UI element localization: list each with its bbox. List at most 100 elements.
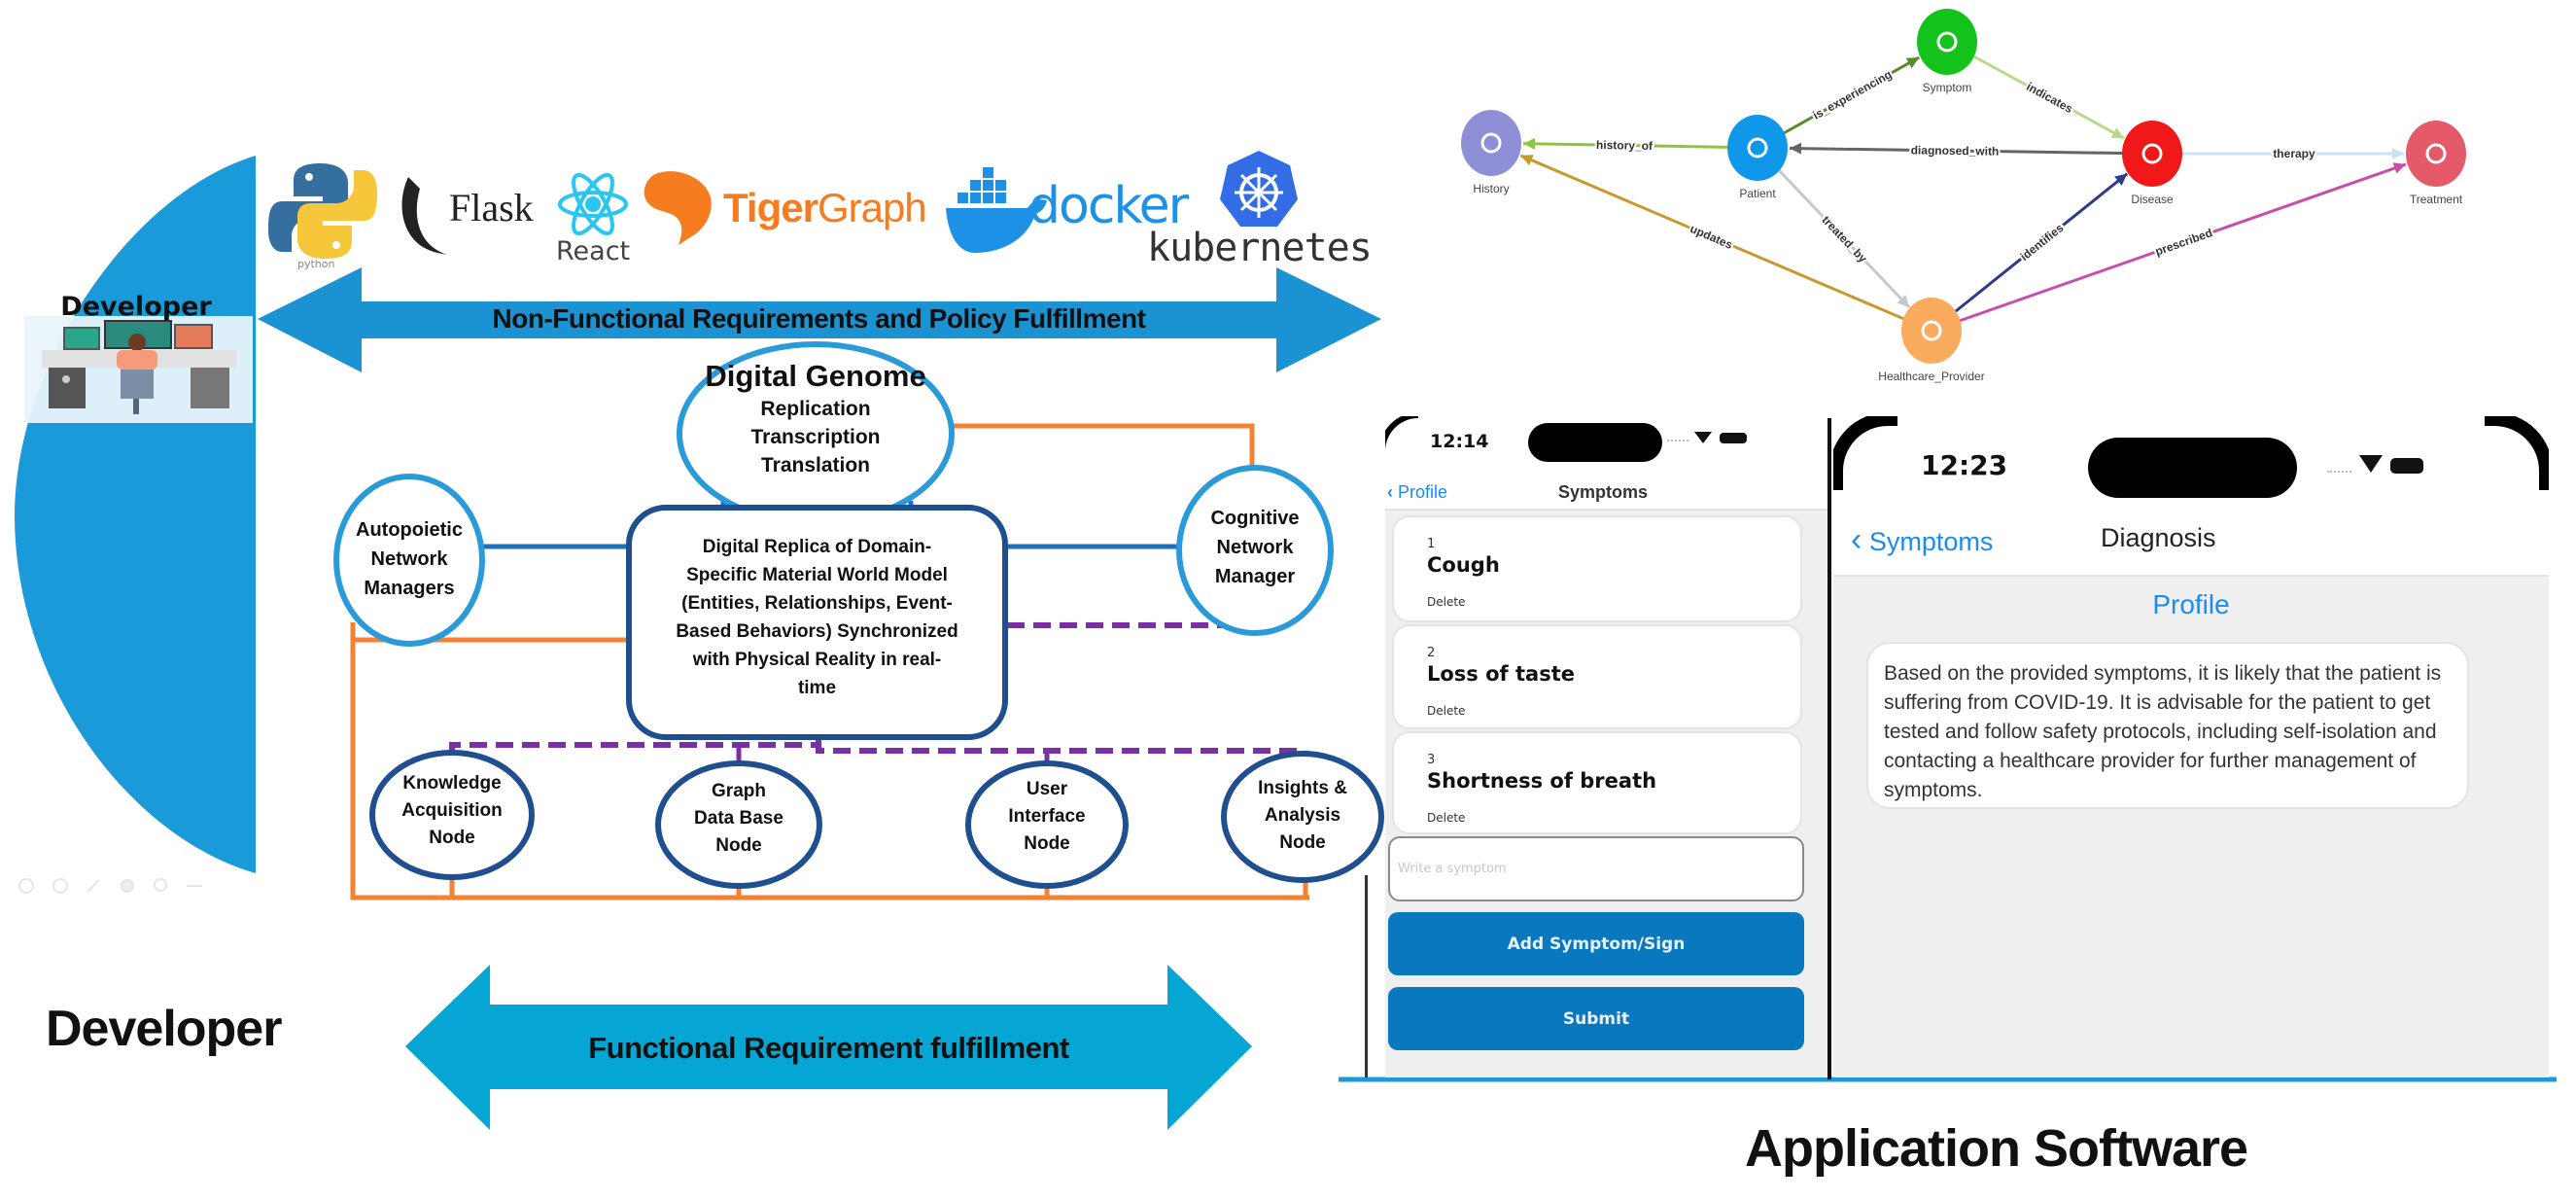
diagnosis-screen: 12:23 ‹ Symptoms Diagnosis Profile Based… <box>1833 416 2549 1077</box>
functional-arrow-label: Functional Requirement fulfillment <box>588 1031 1069 1065</box>
symptom-card: 3 Shortness of breath Delete <box>1392 731 1802 834</box>
phone-bezel-corner <box>1385 416 1418 451</box>
symptom-name: Shortness of breath <box>1427 769 1657 793</box>
tigergraph-label-graph: Graph <box>817 185 927 230</box>
symptom-input[interactable] <box>1388 836 1804 901</box>
digital-replica-text: Digital Replica of Domain- Specific Mate… <box>632 533 1002 702</box>
delete-button[interactable]: Delete <box>1427 595 1466 609</box>
graph-edge-label: is_experiencing <box>1810 67 1894 122</box>
node-line: User <box>1026 779 1068 799</box>
autopoietic-line: Network <box>370 548 448 570</box>
cognitive-line: Cognitive <box>1210 508 1300 529</box>
symptom-name: Loss of taste <box>1427 662 1575 686</box>
faint-toolbar <box>18 878 202 894</box>
graph-edge-arrowhead <box>2392 148 2404 159</box>
developer-footer-label: Developer <box>46 1001 282 1057</box>
graph-edge-updates <box>1519 154 1905 321</box>
graph-node-disease[interactable] <box>2122 121 2182 187</box>
react-atom-icon <box>558 172 628 236</box>
graph-edge-treated-by <box>1777 168 1911 309</box>
graph-edge-arrowhead <box>1520 155 1534 166</box>
dynamic-island <box>2088 438 2297 498</box>
graph-edge-is-experiencing <box>1783 55 1920 135</box>
flask-label: Flask <box>449 186 534 229</box>
application-software-label: Application Software <box>1745 1119 2248 1178</box>
kubernetes-helm-icon <box>1220 151 1298 227</box>
back-button-symptoms[interactable]: ‹ Symptoms <box>1851 521 1993 559</box>
graph-edge-arrowhead <box>1897 295 1910 308</box>
chevron-left-icon: ‹ <box>1387 482 1393 502</box>
graph-edge-label: therapy <box>2273 147 2315 160</box>
graph-edge-arrowhead <box>2110 127 2125 139</box>
graph-node-history[interactable] <box>1461 110 1521 176</box>
diagnosis-result-card: Based on the provided symptoms, it is li… <box>1866 642 2469 809</box>
battery-icon <box>1720 433 1747 443</box>
tiger-head-icon <box>644 171 712 245</box>
replica-line: Specific Material World Model <box>686 565 948 585</box>
graph-edge-arrowhead <box>1522 137 1536 150</box>
graph-node-patient[interactable] <box>1727 115 1788 181</box>
submit-button[interactable]: Submit <box>1388 987 1804 1050</box>
symptom-index: 3 <box>1427 753 1436 767</box>
knowledge-node-circle <box>369 750 535 880</box>
graph-edge-prescribed <box>1959 162 2407 323</box>
back-button-profile[interactable]: ‹ Profile <box>1387 482 1447 503</box>
graph-node-label: History <box>1473 182 1509 195</box>
dynamic-island <box>1528 423 1662 462</box>
add-symptom-button[interactable]: Add Symptom/Sign <box>1388 912 1804 975</box>
redo-icon <box>52 878 68 894</box>
graph-node-provider[interactable] <box>1901 298 1962 364</box>
developer-workstation-illustration <box>42 320 236 414</box>
delete-button[interactable]: Delete <box>1427 811 1466 825</box>
graph-db-node-text: Graph Data Base Node <box>661 778 817 860</box>
cellular-dots-icon <box>1667 440 1688 441</box>
graph-edge-diagnosed-with <box>1789 146 2123 156</box>
apple-icon <box>2425 143 2447 164</box>
graph-db-node-circle <box>655 760 822 889</box>
symptom-index: 2 <box>1427 646 1436 660</box>
doctor-icon <box>1921 320 1942 341</box>
symptom-card: 1 Cough Delete <box>1392 515 1802 622</box>
digital-genome-text: Digital Genome Replication Transcription… <box>679 358 952 479</box>
undo-icon <box>18 878 34 894</box>
node-line: Node <box>1024 833 1070 854</box>
symptom-index: 1 <box>1427 537 1436 551</box>
chevron-left-icon: ‹ <box>1851 521 1862 558</box>
genome-line-replication: Replication <box>760 398 871 420</box>
graph-node-treatment[interactable] <box>2406 121 2466 187</box>
symptoms-screen: 12:14 ‹ Profile Symptoms 1 Cough Delete … <box>1385 416 1828 1077</box>
phone-bezel-corner <box>2485 416 2549 490</box>
developer-panel-title: Developer <box>60 292 212 322</box>
replica-line: (Entities, Relationships, Event- <box>681 593 953 614</box>
graph-edge-arrowhead <box>2114 173 2128 186</box>
delete-button[interactable]: Delete <box>1427 704 1466 718</box>
genome-line-transcription: Transcription <box>750 426 881 448</box>
virus-dots-icon <box>1936 31 1958 53</box>
node-line: Analysis <box>1264 805 1341 826</box>
status-time: 12:14 <box>1430 431 1489 452</box>
functional-arrow <box>405 965 1252 1130</box>
docker-label: docker <box>1028 177 1189 235</box>
python-label: python <box>297 258 335 270</box>
graph-edge-label: indicates <box>2024 80 2075 116</box>
developer-panel-shape <box>15 156 256 873</box>
non-functional-arrow-label: Non-Functional Requirements and Policy F… <box>492 303 1146 334</box>
node-line: Graph <box>712 781 766 801</box>
digital-replica-box <box>626 505 1008 740</box>
graph-node-label: Patient <box>1739 187 1776 200</box>
autopoietic-line: Managers <box>364 578 455 599</box>
kubernetes-label: kubernetes <box>1147 226 1373 270</box>
phone-edge-left <box>1365 875 1368 1077</box>
cellular-dots-icon <box>2327 471 2351 473</box>
tigergraph-label: TigerGraph <box>723 185 927 231</box>
graph-node-symptom[interactable] <box>1917 9 1977 75</box>
node-line: Insights & <box>1258 778 1347 798</box>
graph-edge-identifies <box>1954 172 2129 313</box>
graph-edge-arrowhead <box>2392 162 2406 174</box>
profile-link[interactable]: Profile <box>2152 589 2230 619</box>
knowledge-node-text: Knowledge Acquisition Node <box>374 770 530 852</box>
graph-edge-label: prescribed <box>2153 226 2214 259</box>
node-line: Knowledge <box>402 773 502 794</box>
